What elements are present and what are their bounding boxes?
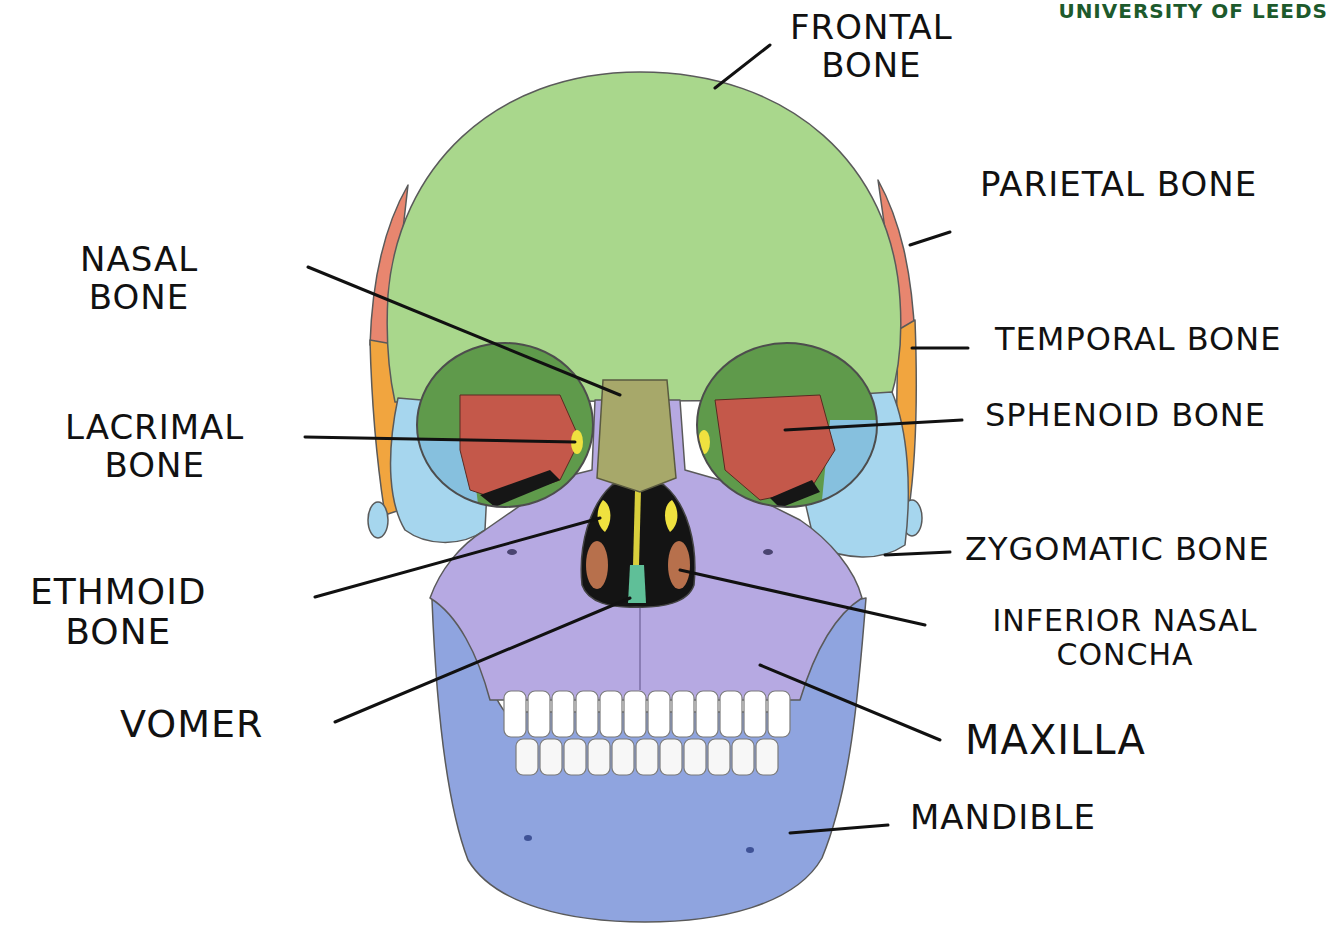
watermark: UNIVERSITY OF LEEDS — [1058, 0, 1328, 22]
leader-line — [912, 347, 968, 350]
lower-teeth — [515, 738, 779, 776]
bone-label: SPHENOID BONE — [985, 398, 1266, 434]
bone-label: ETHMOID BONE — [30, 572, 207, 653]
leader-line — [315, 518, 600, 597]
foramen-right — [763, 549, 773, 555]
orbit-rim-left — [417, 343, 593, 507]
leader-lines — [305, 45, 968, 833]
mental-foramen-left — [524, 835, 532, 841]
leader-line — [910, 232, 950, 245]
bone-label: NASAL BONE — [80, 240, 198, 316]
concha-right — [668, 541, 690, 589]
ethmoid-right — [665, 500, 677, 532]
bone-label: PARIETAL BONE — [980, 165, 1257, 203]
ethmoid-left — [598, 500, 611, 532]
intermaxillary-suture — [639, 607, 641, 690]
bone-label: VOMER — [120, 703, 263, 746]
bone-label: ZYGOMATIC BONE — [965, 532, 1270, 568]
sphenoid-right — [715, 395, 835, 500]
nasal-bone-shape — [597, 380, 676, 492]
orbit-right — [697, 343, 900, 520]
foramen-left — [507, 549, 517, 555]
bone-label: INFERIOR NASAL CONCHA — [955, 604, 1295, 671]
mental-foramen-right — [746, 847, 754, 853]
leader-line — [885, 552, 950, 555]
bone-label: FRONTAL BONE — [790, 8, 953, 84]
orbital-fissure-left — [480, 470, 560, 507]
leader-line — [790, 825, 888, 833]
leader-line — [308, 267, 620, 395]
leader-line — [305, 437, 575, 442]
nasal-aperture — [581, 480, 695, 607]
ethmoid-plate — [636, 490, 638, 566]
leader-line — [715, 45, 770, 88]
orbit-left — [400, 343, 593, 520]
orbit-zygomatic-right — [820, 420, 900, 520]
leader-line — [335, 598, 630, 722]
zygomatic-process-left — [368, 502, 388, 538]
leader-line — [785, 420, 962, 430]
bone-label: TEMPORAL BONE — [995, 322, 1281, 358]
bone-label: MAXILLA — [965, 718, 1146, 763]
leader-line — [760, 665, 940, 740]
concha-left — [586, 541, 608, 589]
upper-teeth — [503, 690, 791, 738]
leader-line — [680, 570, 925, 625]
bone-label: LACRIMAL BONE — [65, 408, 244, 484]
bone-label: MANDIBLE — [910, 798, 1096, 836]
skull-bones — [368, 72, 922, 922]
orbit-roof-left — [417, 343, 593, 507]
